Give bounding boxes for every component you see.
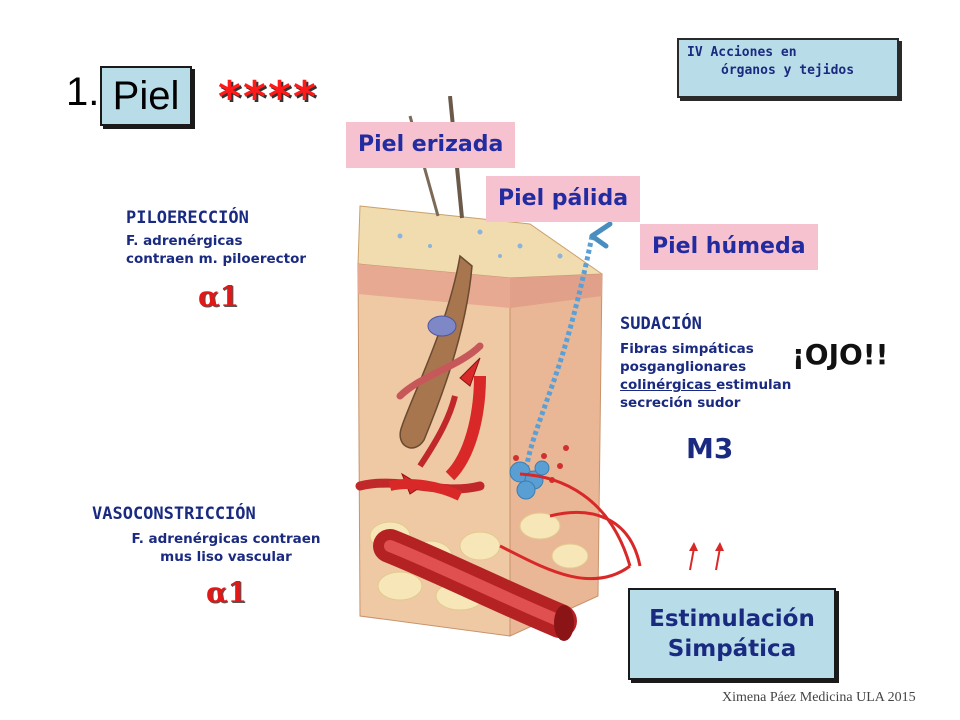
stimulus-line-1: Estimulación (649, 606, 815, 632)
sudacion-text: Fibras simpáticas posganglionares coliné… (620, 340, 791, 412)
piloereccion-heading: PILOERECCIÓN (126, 208, 249, 228)
title-box: Piel (100, 66, 192, 126)
sudacion-line-1: Fibras simpáticas (620, 341, 754, 357)
piloereccion-line-1: F. adrenérgicas (126, 233, 243, 249)
section-line-2: órganos y tejidos (721, 63, 855, 78)
sudacion-heading: SUDACIÓN (620, 314, 702, 334)
sudacion-line-4: secreción sudor (620, 395, 741, 411)
stimulus-box: Estimulación Simpática (628, 588, 836, 680)
sudacion-receptor: M3 (686, 432, 734, 465)
vasoconstriccion-text: F. adrenérgicas contraen mus liso vascul… (100, 530, 352, 566)
tag-piel-palida: Piel pálida (486, 176, 641, 222)
sudacion-line-3: colinérgicas estimulan (620, 376, 791, 394)
tag-piel-erizada: Piel erizada (346, 122, 516, 168)
sudacion-line-3-underlined: colinérgicas (620, 377, 717, 393)
stimulus-arrows (689, 542, 724, 571)
skin-cross-section-illustration (355, 96, 642, 641)
stimulus-line-2: Simpática (667, 636, 797, 662)
section-line-1: IV Acciones en (687, 45, 797, 60)
vasoconstriccion-line-2: mus liso vascular (160, 549, 292, 565)
title-number: 1. (66, 70, 100, 114)
section-box: IV Acciones en órganos y tejidos (677, 38, 899, 98)
title-label: Piel (112, 73, 180, 118)
vasoconstriccion-heading: VASOCONSTRICCIÓN (92, 504, 256, 524)
sudacion-line-2: posganglionares (620, 359, 747, 375)
sudacion-line-3-rest: estimulan (716, 377, 792, 393)
piloereccion-text: F. adrenérgicas contraen m. piloerector (126, 232, 306, 268)
warning-ojo: ¡OJO!! (792, 338, 889, 371)
vasoconstriccion-line-1: F. adrenérgicas contraen (131, 531, 321, 547)
tag-piel-humeda: Piel húmeda (640, 224, 818, 270)
piloereccion-receptor: α1 (198, 280, 240, 313)
vasoconstriccion-receptor: α1 (206, 576, 248, 609)
author-credit: Ximena Páez Medicina ULA 2015 (722, 690, 916, 705)
piloereccion-line-2: contraen m. piloerector (126, 251, 307, 267)
importance-stars: **** (218, 72, 319, 123)
